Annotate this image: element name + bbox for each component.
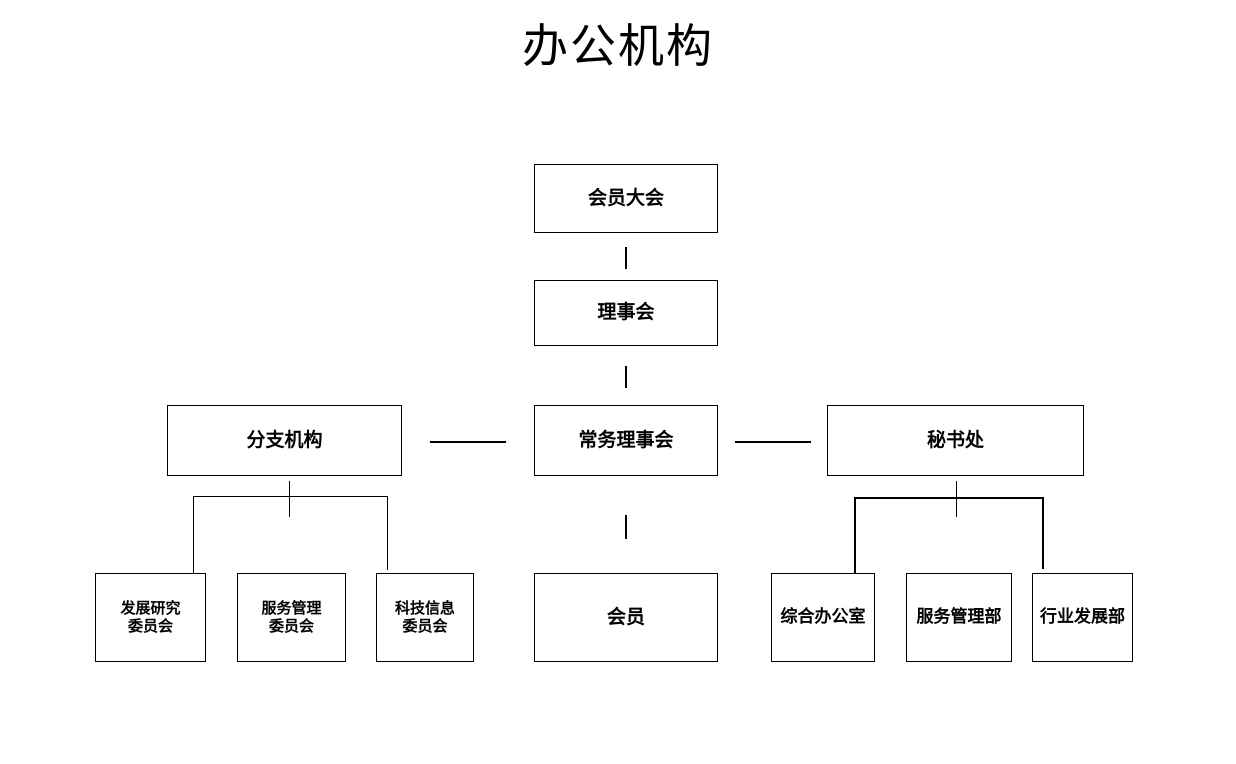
node-service-mgmt-committee-label: 服务管理 委员会 — [261, 600, 321, 635]
node-secretariat-label: 秘书处 — [926, 428, 984, 451]
connector-standing-members — [625, 515, 627, 539]
node-industry-dev-dept-label: 行业发展部 — [1040, 606, 1125, 627]
connector-assembly-council — [625, 247, 627, 269]
node-members-label: 会员 — [606, 605, 645, 628]
node-secretariat: 秘书处 — [827, 405, 1084, 476]
node-general-assembly: 会员大会 — [534, 164, 718, 233]
connector-branches-down — [289, 481, 290, 517]
connector-branches-bracket — [193, 496, 388, 497]
node-service-mgmt-dept-label: 服务管理部 — [916, 606, 1002, 627]
connector-branches-standing — [430, 441, 506, 443]
connector-secretariat-right-leg — [1042, 497, 1044, 569]
node-council: 理事会 — [534, 280, 718, 346]
node-council-label: 理事会 — [597, 301, 655, 324]
node-branches: 分支机构 — [167, 405, 402, 476]
connector-secretariat-bracket — [854, 497, 1044, 499]
node-tech-info-committee: 科技信息 委员会 — [376, 573, 474, 662]
connector-secretariat-down — [956, 481, 957, 517]
node-standing-council: 常务理事会 — [534, 405, 718, 476]
node-general-assembly-label: 会员大会 — [587, 186, 664, 209]
connector-secretariat-left-leg — [854, 497, 856, 574]
connector-branches-left-leg — [193, 496, 194, 574]
node-members: 会员 — [534, 573, 718, 662]
node-branches-label: 分支机构 — [246, 428, 323, 451]
node-service-mgmt-line2: 委员会 — [268, 616, 314, 635]
connector-standing-secretariat — [735, 441, 811, 443]
node-tech-info-line1: 科技信息 — [394, 599, 455, 618]
page-title: 办公机构 — [522, 19, 714, 73]
node-industry-dev-dept: 行业发展部 — [1032, 573, 1133, 662]
node-general-office: 综合办公室 — [771, 573, 875, 662]
node-dev-research-committee-label: 发展研究 委员会 — [120, 600, 180, 635]
connector-branches-right-leg — [387, 496, 388, 570]
node-general-office-label: 综合办公室 — [780, 606, 866, 627]
connector-council-standing — [625, 366, 627, 388]
node-tech-info-committee-label: 科技信息 委员会 — [395, 600, 455, 635]
node-dev-research-line2: 委员会 — [127, 616, 173, 635]
node-service-mgmt-committee: 服务管理 委员会 — [237, 573, 346, 662]
node-service-mgmt-line1: 服务管理 — [261, 599, 322, 618]
node-standing-council-label: 常务理事会 — [578, 428, 674, 451]
node-tech-info-line2: 委员会 — [402, 616, 448, 635]
node-service-mgmt-dept: 服务管理部 — [906, 573, 1012, 662]
node-dev-research-committee: 发展研究 委员会 — [95, 573, 206, 662]
node-dev-research-line1: 发展研究 — [120, 599, 181, 618]
